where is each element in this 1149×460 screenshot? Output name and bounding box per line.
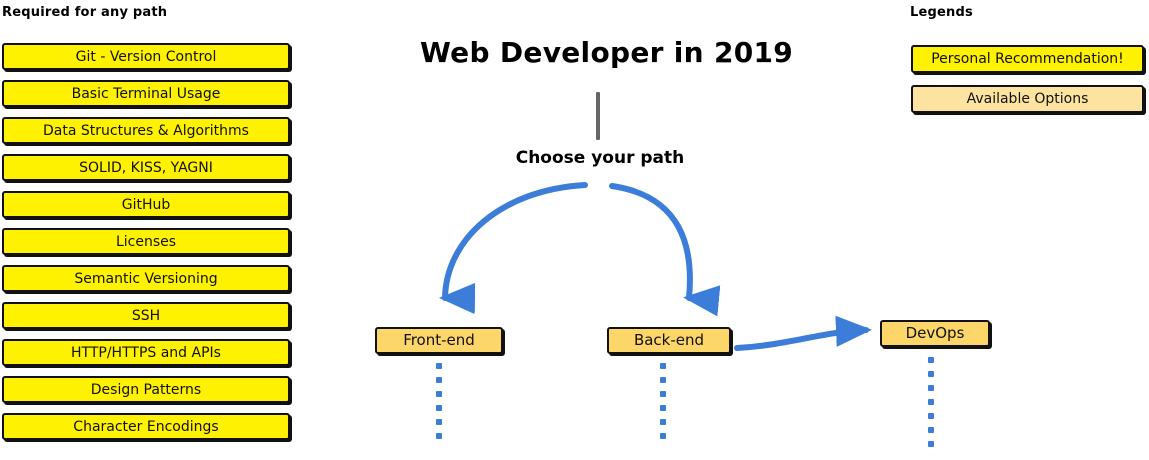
title-stem-line	[596, 92, 600, 140]
arrow-to-frontend	[439, 182, 588, 315]
required-item[interactable]: Character Encodings	[2, 413, 290, 440]
path-continuation-dot	[928, 441, 934, 447]
path-continuation-dot	[928, 385, 934, 391]
required-item-label: Semantic Versioning	[74, 270, 218, 287]
path-box-devops[interactable]: DevOps	[880, 320, 990, 347]
required-item[interactable]: HTTP/HTTPS and APIs	[2, 339, 290, 366]
dots-devops	[928, 357, 934, 455]
path-box-frontend-label: Front-end	[403, 331, 475, 349]
choose-path-label: Choose your path	[515, 148, 685, 168]
arrow-backend-to-devops	[734, 315, 872, 351]
path-continuation-dot	[436, 391, 442, 397]
required-item[interactable]: Git - Version Control	[2, 43, 290, 70]
required-item-label: GitHub	[121, 196, 171, 213]
required-item[interactable]: Basic Terminal Usage	[2, 80, 290, 107]
dots-backend	[660, 363, 666, 447]
required-item-label: Data Structures & Algorithms	[43, 122, 249, 139]
path-continuation-dot	[660, 419, 666, 425]
path-continuation-dot	[436, 363, 442, 369]
required-item[interactable]: Semantic Versioning	[2, 265, 290, 292]
required-item[interactable]: GitHub	[2, 191, 290, 218]
path-continuation-dot	[928, 399, 934, 405]
required-item-label: Git - Version Control	[75, 48, 217, 65]
legend-personal-recommendation: Personal Recommendation!	[911, 45, 1144, 73]
required-item-label: HTTP/HTTPS and APIs	[71, 344, 221, 361]
path-continuation-dot	[660, 391, 666, 397]
required-item[interactable]: Data Structures & Algorithms	[2, 117, 290, 144]
required-item-label: Basic Terminal Usage	[71, 85, 221, 102]
required-item-label: SOLID, KISS, YAGNI	[79, 159, 213, 176]
path-continuation-dot	[928, 371, 934, 377]
required-item[interactable]: SOLID, KISS, YAGNI	[2, 154, 290, 181]
required-item-label: Character Encodings	[73, 418, 219, 435]
path-continuation-dot	[928, 427, 934, 433]
path-continuation-dot	[436, 433, 442, 439]
path-continuation-dot	[928, 357, 934, 363]
path-continuation-dot	[660, 433, 666, 439]
path-box-backend[interactable]: Back-end	[607, 327, 731, 354]
required-section-heading: Required for any path	[2, 5, 168, 20]
path-continuation-dot	[436, 405, 442, 411]
path-box-devops-label: DevOps	[905, 324, 965, 342]
path-continuation-dot	[928, 413, 934, 419]
path-continuation-dot	[660, 363, 666, 369]
required-item-label: Design Patterns	[90, 381, 202, 398]
path-continuation-dot	[436, 419, 442, 425]
path-box-backend-label: Back-end	[633, 331, 705, 349]
dots-frontend	[436, 363, 442, 447]
legend-available-options-label: Available Options	[966, 91, 1089, 107]
arrow-to-backend	[609, 183, 721, 317]
path-continuation-dot	[660, 377, 666, 383]
required-item[interactable]: Design Patterns	[2, 376, 290, 403]
path-continuation-dot	[660, 405, 666, 411]
page-title: Web Developer in 2019	[420, 36, 794, 69]
path-continuation-dot	[436, 377, 442, 383]
required-item[interactable]: SSH	[2, 302, 290, 329]
legend-personal-recommendation-label: Personal Recommendation!	[931, 51, 1124, 67]
required-item-label: Licenses	[115, 233, 177, 250]
path-box-frontend[interactable]: Front-end	[375, 327, 503, 354]
required-item[interactable]: Licenses	[2, 228, 290, 255]
required-item-label: SSH	[131, 307, 161, 324]
legend-available-options: Available Options	[911, 85, 1144, 113]
legends-section-heading: Legends	[910, 5, 973, 20]
